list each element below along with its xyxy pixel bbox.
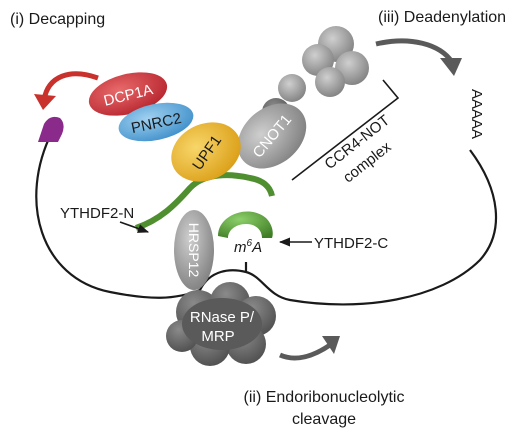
deadenylation-arrow-head — [440, 58, 462, 76]
ythdf2-c-domain — [218, 211, 273, 238]
cap-shape — [38, 116, 64, 142]
rnase-label-line1: RNase P/ — [190, 309, 255, 326]
decapping-arrow — [41, 71, 99, 101]
ythdf2-c-label: YTHDF2-C — [314, 235, 388, 252]
hrsp12-protein — [174, 210, 214, 290]
ythdf2-n-pointer — [119, 221, 150, 233]
endonuclease-arrow-head — [322, 336, 340, 354]
hrsp12-label: HRSP12 — [186, 223, 202, 278]
m6a-a: A — [251, 239, 262, 256]
endonucleolytic-label-line1: (ii) Endoribonucleolytic — [244, 389, 405, 406]
dcp1a-protein — [88, 72, 168, 116]
deadenylation-label: (iii) Deadenylation — [378, 9, 506, 26]
decapping-arrow-head — [34, 94, 56, 110]
pnrc2-protein — [118, 102, 194, 142]
endonuclease-arrow — [278, 342, 332, 361]
rnase-label-line2: MRP — [201, 328, 234, 345]
decapping-label: (i) Decapping — [10, 11, 105, 28]
endonucleolytic-label-line2: cleavage — [292, 411, 356, 428]
mrna-strand — [35, 131, 498, 306]
rnase-p-mrp-complex — [166, 282, 276, 366]
poly-a-tail-label: AAAAA — [468, 89, 485, 139]
m6a-label: m6A — [234, 238, 262, 256]
ythdf2-n-label: YTHDF2-N — [60, 205, 134, 222]
upf1-protein — [171, 122, 241, 182]
cnot1-protein — [237, 103, 307, 169]
m6a-superscript: 6 — [247, 238, 253, 249]
m6a-m: m — [234, 239, 247, 256]
deadenylation-arrow — [375, 38, 455, 64]
ccr4-not-bracket — [291, 79, 400, 181]
